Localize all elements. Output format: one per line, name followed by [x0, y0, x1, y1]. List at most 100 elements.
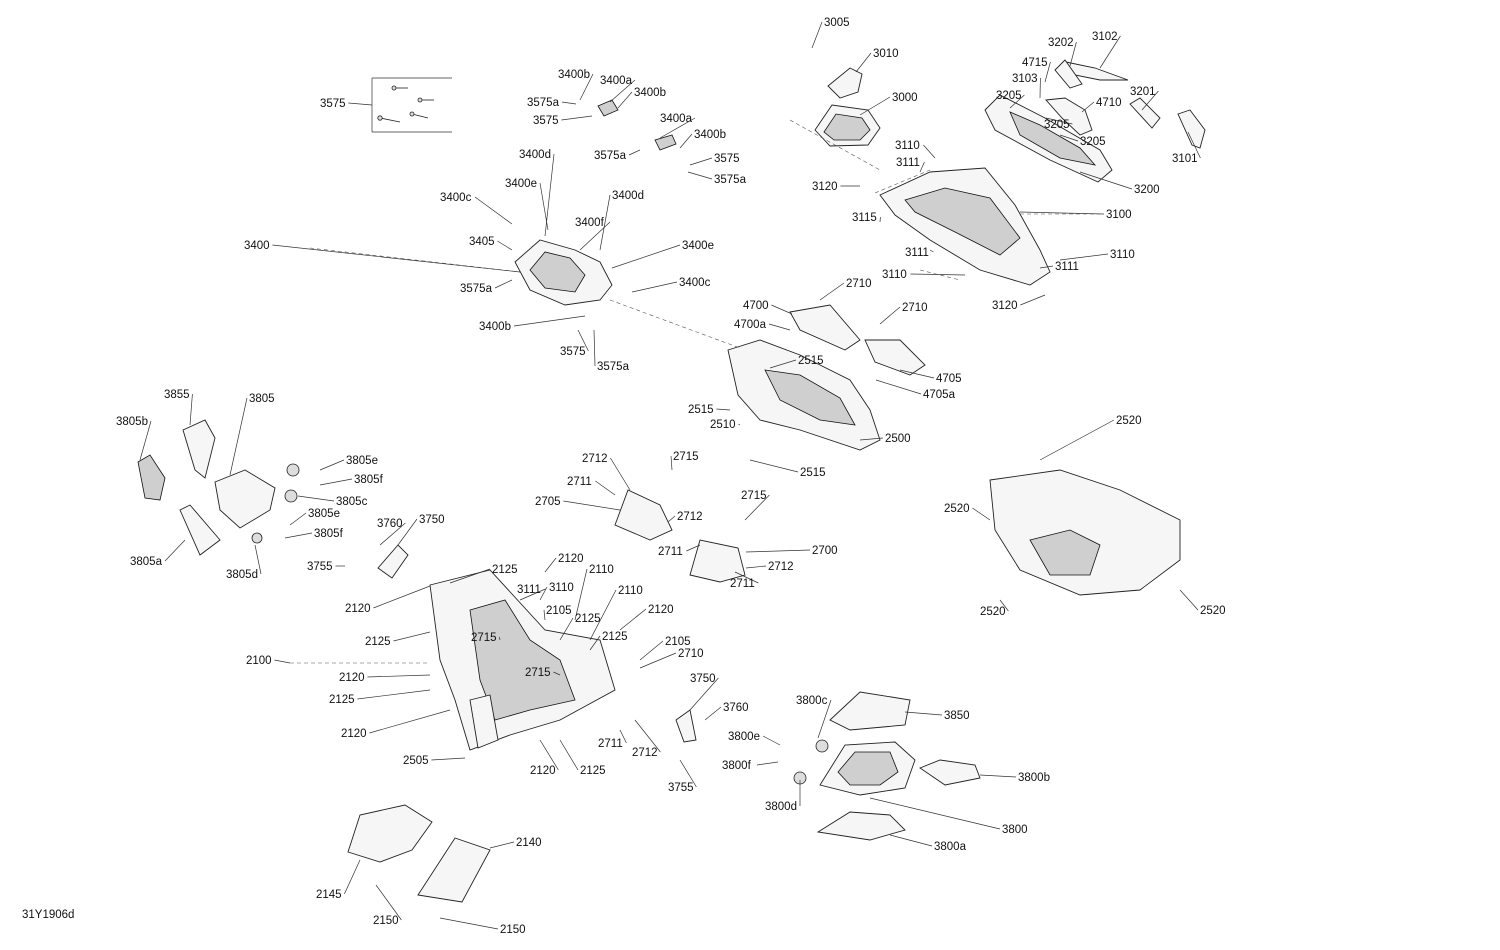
- part-3850: [829, 691, 911, 731]
- leader-line: [297, 495, 335, 502]
- leader-line: [431, 757, 466, 761]
- callout-label: 3400b: [634, 87, 666, 99]
- callout-label: 2705: [535, 496, 561, 508]
- part-2145: [347, 804, 433, 863]
- leader-line: [494, 279, 513, 289]
- leader-line: [762, 735, 781, 746]
- callout-label: 3400b: [694, 129, 726, 141]
- callout-label: 3400: [244, 240, 270, 252]
- callout-label: 3005: [824, 17, 850, 29]
- leader-line: [489, 841, 515, 849]
- callout-label: 3010: [873, 48, 899, 60]
- callout-label: 2125: [329, 694, 355, 706]
- leader-line: [771, 304, 793, 315]
- leader-line: [1009, 94, 1025, 109]
- callout-label: 2105: [546, 605, 572, 617]
- leader-line: [559, 617, 574, 641]
- leader-line: [631, 281, 678, 293]
- leader-line: [768, 323, 791, 331]
- callout-label: 3400e: [505, 178, 537, 190]
- leader-line: [439, 917, 499, 930]
- leader-line: [929, 249, 934, 253]
- leader-line: [1045, 117, 1073, 125]
- leader-line: [449, 568, 491, 584]
- leader-line: [164, 539, 186, 562]
- callout-label: 3805e: [308, 508, 340, 520]
- callout-label: 2500: [885, 433, 911, 445]
- leader-line: [619, 608, 647, 631]
- leader-line: [919, 161, 925, 173]
- callout-label: 3850: [944, 710, 970, 722]
- dashed-lines: [290, 119, 1100, 664]
- leader-line: [1039, 265, 1054, 269]
- callout-label: 3111: [905, 247, 929, 259]
- leader-line: [817, 699, 832, 739]
- callout-label: 3805d: [226, 569, 258, 581]
- callout-label: 3575a: [597, 361, 630, 373]
- leader-line: [1044, 61, 1051, 83]
- part-2520-frame: [989, 469, 1181, 596]
- callout-label: 3805f: [314, 528, 344, 540]
- callout-label: 2712: [582, 453, 608, 465]
- callout-label: 3205: [1080, 136, 1106, 148]
- leader-line: [319, 459, 345, 471]
- callout-label: 3405: [469, 236, 495, 248]
- leader-line: [1141, 90, 1159, 111]
- callout-label: 2715: [741, 490, 767, 502]
- leader-line: [889, 834, 933, 847]
- callout-label: 3103: [1012, 73, 1038, 85]
- callout-label: 3102: [1092, 31, 1118, 43]
- leader-line: [574, 568, 588, 621]
- part-2505: [469, 694, 499, 749]
- callout-label: 3760: [377, 518, 403, 530]
- callout-label: 3755: [668, 782, 694, 794]
- callout-label: 2520: [1116, 415, 1142, 427]
- leader-line: [357, 689, 431, 700]
- callout-label: 2715: [673, 451, 699, 463]
- callout-label: 3800c: [796, 695, 828, 707]
- leader-line: [189, 393, 193, 426]
- leader-line: [859, 96, 891, 116]
- callout-label: 2710: [902, 302, 928, 314]
- part-3101: [1177, 109, 1206, 149]
- callout-label: 3575: [714, 153, 740, 165]
- leader-line: [284, 532, 313, 539]
- callout-label: 3805e: [346, 455, 378, 467]
- leader-line: [679, 759, 697, 788]
- leader-line: [344, 859, 361, 895]
- callout-label: 3800: [1002, 824, 1028, 836]
- callout-label: 2110: [618, 585, 643, 597]
- callout-label: 2110: [589, 564, 614, 576]
- leader-line: [704, 706, 722, 721]
- callout-label: 2505: [403, 755, 429, 767]
- leader-line: [254, 544, 262, 575]
- callout-label: 2125: [365, 636, 391, 648]
- leader-line: [373, 585, 431, 609]
- callout-label: 3760: [723, 702, 749, 714]
- leader-line: [539, 586, 548, 601]
- callout-label: 3575a: [594, 150, 627, 162]
- callout-label: 2515: [800, 467, 826, 479]
- callout-label: 3111: [896, 157, 920, 169]
- callout-label: 2715: [471, 632, 497, 644]
- leader-line: [563, 500, 621, 511]
- callout-label: 3115: [852, 212, 877, 224]
- callout-label: 2700: [812, 545, 838, 557]
- leader-line: [689, 677, 719, 711]
- leader-line: [738, 423, 741, 426]
- leader-line: [139, 420, 152, 461]
- leader-line: [1059, 134, 1079, 142]
- callout-label: 3120: [812, 181, 838, 193]
- leader-line: [375, 884, 402, 921]
- leader-line: [229, 397, 248, 476]
- callout-label: 3202: [1048, 37, 1074, 49]
- leader-line: [659, 117, 696, 139]
- callout-label: 3111: [1055, 261, 1079, 273]
- callout-label: 2711: [730, 578, 755, 590]
- leader-line: [679, 133, 693, 149]
- leader-line: [539, 739, 559, 771]
- leader-line: [519, 588, 546, 601]
- leader-line: [1039, 419, 1115, 461]
- leader-line: [379, 522, 406, 546]
- leader-line: [579, 73, 594, 101]
